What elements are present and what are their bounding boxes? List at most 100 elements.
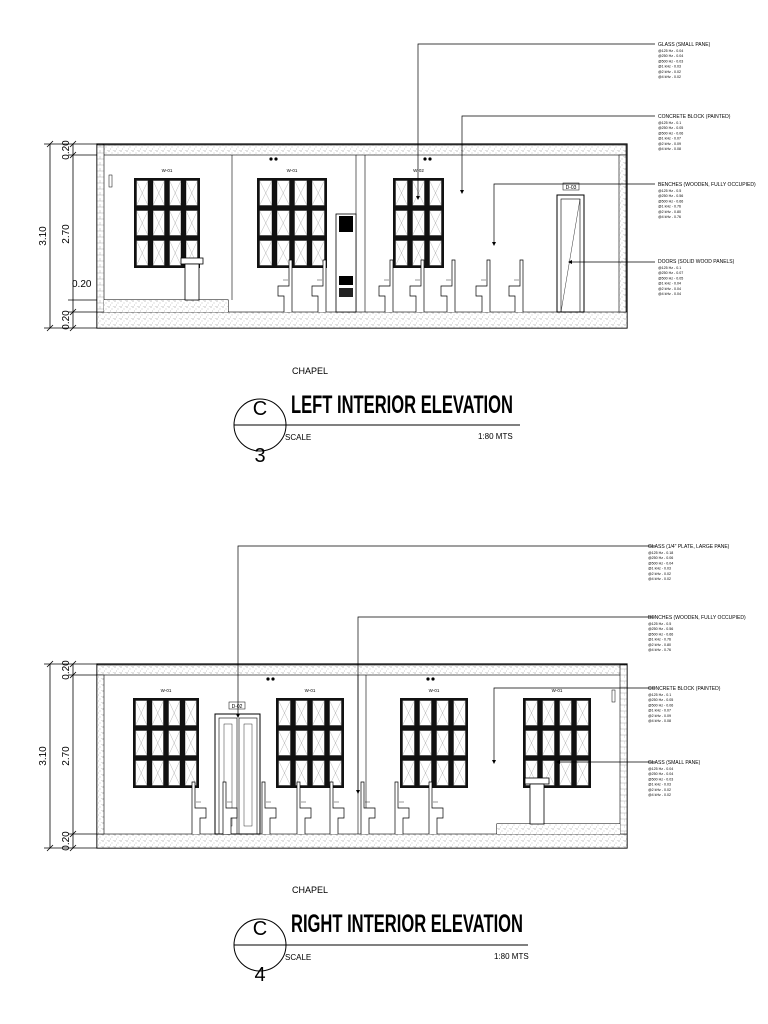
bench-row bbox=[191, 781, 444, 834]
note-value: @250 Hz - 0.05 bbox=[658, 126, 683, 130]
bench-row bbox=[277, 259, 524, 312]
left-end-wall bbox=[96, 144, 105, 313]
dim-mid: 2.70 bbox=[61, 746, 72, 766]
window-group: W-01 bbox=[257, 168, 327, 268]
bench bbox=[409, 259, 425, 312]
door-tag: D-03 bbox=[566, 185, 577, 191]
project-name: CHAPEL bbox=[292, 885, 328, 895]
note-value: @2 kHz - 0.80 bbox=[648, 643, 671, 647]
note-value: @4 kHz - 0.02 bbox=[648, 793, 671, 797]
left-floor-slab bbox=[96, 311, 628, 329]
left-dimensions bbox=[44, 140, 97, 332]
right-left-end-wall bbox=[96, 674, 105, 835]
light-fixture-icon bbox=[274, 157, 278, 161]
note-value: @1 kHz - 0.76 bbox=[648, 638, 671, 642]
right-floor-slab bbox=[96, 833, 628, 849]
scale-value: 1:80 MTS bbox=[478, 432, 513, 441]
left-roof-slab bbox=[102, 144, 627, 156]
note-title: GLASS (SMALL PANE) bbox=[648, 760, 701, 766]
window-group: W-02 bbox=[393, 168, 444, 268]
door-tag: D-02 bbox=[232, 704, 243, 710]
note-title: DOORS (SOLID WOOD PANELS) bbox=[658, 259, 735, 265]
note-value: @4 kHz - 0.04 bbox=[658, 292, 681, 296]
sheet-letter: C bbox=[253, 918, 267, 940]
dim-bottom: 0.20 bbox=[61, 310, 72, 330]
scale-label: SCALE bbox=[285, 433, 311, 442]
door-tag-box bbox=[228, 701, 246, 710]
bench bbox=[329, 781, 345, 834]
note-value: @500 Hz - 0.66 bbox=[648, 632, 673, 636]
note-title: CONCRETE BLOCK (PAINTED) bbox=[658, 114, 731, 120]
note-value: @125 Hz - 0.1 bbox=[658, 121, 681, 125]
note-value: @4 kHz - 0.08 bbox=[648, 719, 671, 723]
bench bbox=[440, 259, 456, 312]
material-notes: GLASS (SMALL PANE)@125 Hz - 0.04@250 Hz … bbox=[658, 42, 756, 296]
lectern-body bbox=[529, 783, 545, 825]
right-roof-slab bbox=[96, 664, 628, 676]
note-value: @2 kHz - 0.80 bbox=[658, 210, 681, 214]
note-value: @500 Hz - 0.05 bbox=[658, 276, 683, 280]
note-value: @1 kHz - 0.76 bbox=[658, 205, 681, 209]
window-tag: W-01 bbox=[429, 688, 440, 693]
dim-top: 0.20 bbox=[61, 140, 72, 160]
light-fixture-icon bbox=[271, 677, 275, 681]
bench bbox=[261, 781, 277, 834]
right-title-block: C 4 CHAPEL RIGHT INTERIOR ELEVATION SCAL… bbox=[233, 885, 529, 986]
drawing-title: RIGHT INTERIOR ELEVATION bbox=[291, 910, 523, 938]
window-group: W-01 bbox=[276, 688, 344, 788]
lectern-top bbox=[524, 777, 550, 785]
window-tag: W-01 bbox=[287, 168, 298, 173]
scale-value: 1:80 MTS bbox=[494, 952, 529, 961]
window-tag: W-01 bbox=[552, 688, 563, 693]
light-fixture-icon bbox=[428, 157, 432, 161]
note-value: @1 kHz - 0.03 bbox=[648, 783, 671, 787]
bench bbox=[191, 781, 207, 834]
note-title: GLASS (SMALL PANE) bbox=[658, 42, 711, 48]
wall-switch bbox=[611, 689, 616, 703]
dim-top: 0.20 bbox=[61, 660, 72, 680]
light-fixture-icon bbox=[266, 677, 270, 681]
sheet-number: 3 bbox=[254, 445, 265, 467]
note-value: @500 Hz - 0.03 bbox=[658, 59, 683, 63]
note-value: @125 Hz - 0.5 bbox=[658, 189, 681, 193]
lectern-top bbox=[180, 257, 204, 265]
note-value: @2 kHz - 0.04 bbox=[658, 287, 681, 291]
dim-bottom: 0.20 bbox=[61, 831, 72, 851]
sheet-letter: C bbox=[253, 398, 267, 420]
note-value: @4 kHz - 0.02 bbox=[648, 577, 671, 581]
bench bbox=[475, 259, 491, 312]
bench bbox=[296, 781, 312, 834]
note-value: @1 kHz - 0.07 bbox=[648, 709, 671, 713]
note-value: @4 kHz - 0.76 bbox=[648, 648, 671, 652]
note-value: @1 kHz - 0.03 bbox=[648, 567, 671, 571]
right-dimensions bbox=[44, 660, 97, 852]
note-value: @250 Hz - 0.04 bbox=[658, 54, 683, 58]
note-value: @125 Hz - 0.04 bbox=[648, 767, 673, 771]
note-value: @4 kHz - 0.08 bbox=[658, 147, 681, 151]
note-value: @2 kHz - 0.09 bbox=[658, 142, 681, 146]
bench bbox=[311, 259, 327, 312]
dim-total: 3.10 bbox=[38, 226, 49, 246]
note-value: @250 Hz - 0.06 bbox=[648, 556, 673, 560]
project-name: CHAPEL bbox=[292, 366, 328, 376]
sheet-number: 4 bbox=[254, 964, 265, 986]
left-leader-lines bbox=[417, 43, 655, 263]
left-title-block: C 3 CHAPEL LEFT INTERIOR ELEVATION SCALE… bbox=[233, 366, 520, 467]
note-value: @2 kHz - 0.02 bbox=[648, 572, 671, 576]
left-elevation: W-01 W-01 W-02 D-03 bbox=[96, 143, 628, 329]
note-title: BENCHES (WOODEN, FULLY OCCUPIED) bbox=[648, 615, 746, 621]
right-end-wall bbox=[618, 154, 627, 313]
note-value: @2 kHz - 0.09 bbox=[648, 714, 671, 718]
wall-switch bbox=[108, 174, 113, 188]
note-title: GLASS (1/4" PLATE, LARGE PANE) bbox=[648, 544, 730, 550]
note-value: @250 Hz - 0.56 bbox=[658, 194, 683, 198]
drawing-title: LEFT INTERIOR ELEVATION bbox=[291, 391, 513, 419]
bench bbox=[394, 781, 410, 834]
bench bbox=[428, 781, 444, 834]
window-group: W-01 bbox=[523, 688, 591, 788]
scale-label: SCALE bbox=[285, 953, 311, 962]
left-leader-arrows bbox=[416, 190, 572, 264]
note-value: @125 Hz - 0.18 bbox=[648, 551, 673, 555]
left-stage-fill bbox=[104, 300, 228, 312]
